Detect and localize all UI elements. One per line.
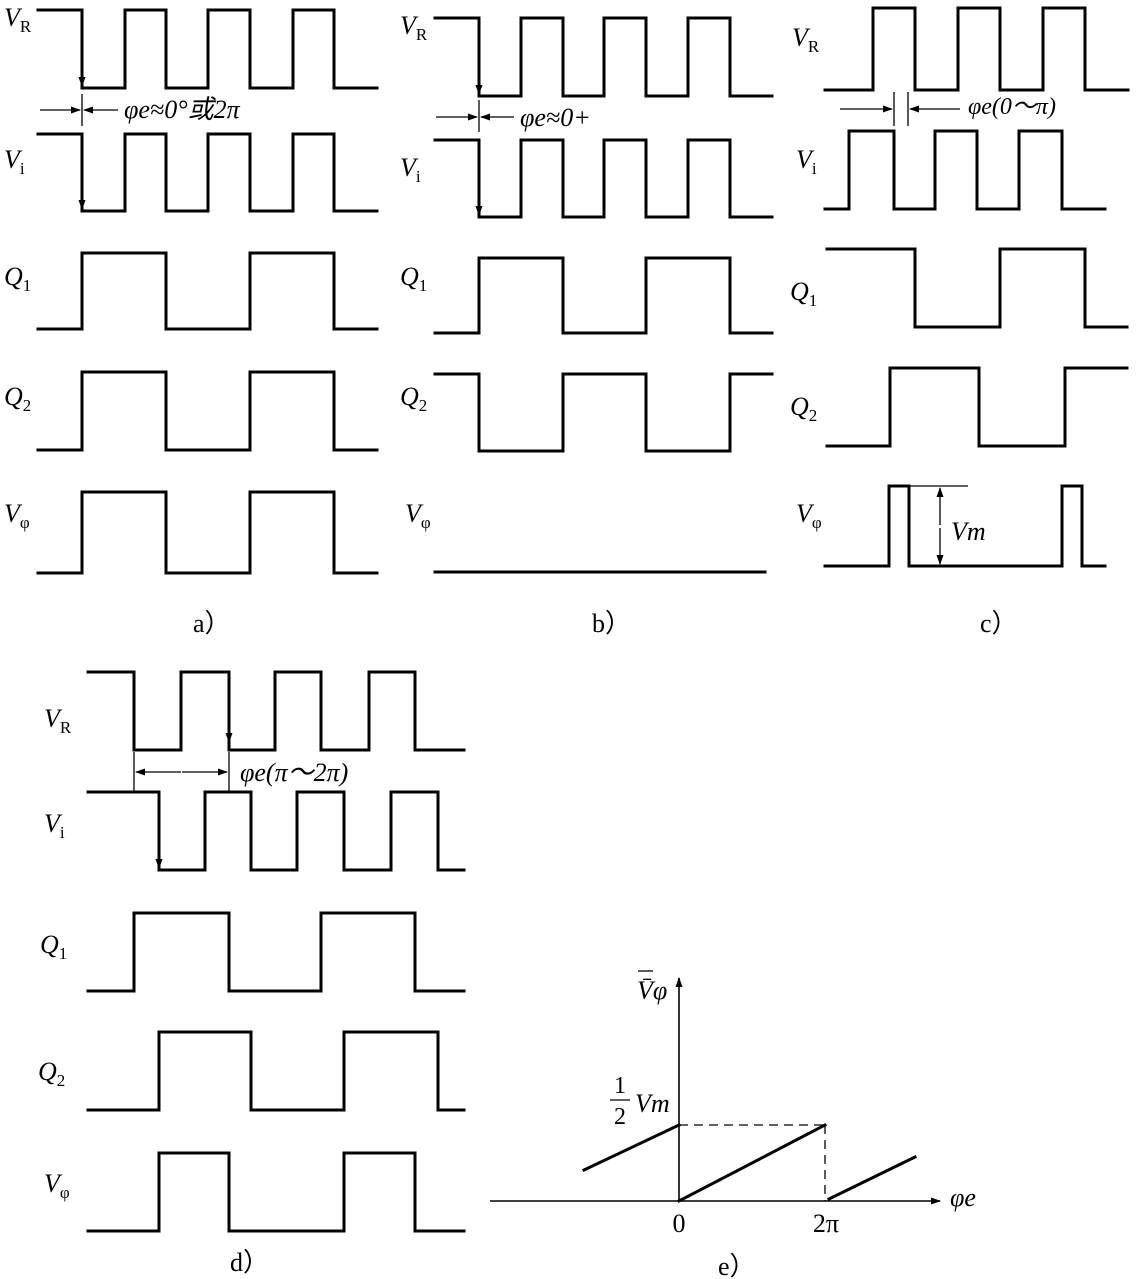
panel-e-half-den: 2 bbox=[614, 1104, 626, 1130]
panel-b-phase-note: φe≈0+ bbox=[520, 103, 591, 132]
panel-c-q2-wave bbox=[825, 366, 1129, 448]
panel-e-tick-zero: 0 bbox=[673, 1209, 686, 1238]
panel-b-vr-label: VR bbox=[400, 11, 428, 44]
panel-d-q1-label: Q1 bbox=[40, 930, 67, 963]
panel-b-vi-label: Vi bbox=[400, 153, 421, 186]
panel-a-q2-wave bbox=[36, 370, 379, 452]
panel-b-q2-wave bbox=[433, 372, 774, 453]
panel-c: VR φe(0～π) Vi Q1 Q2 Vφ Vm c） bbox=[790, 6, 1130, 638]
panel-d-caption: d） bbox=[230, 1248, 269, 1277]
panel-a-q1-label: Q1 bbox=[4, 262, 31, 295]
panel-b-vr-wave bbox=[433, 16, 774, 98]
panel-c-q2-label: Q2 bbox=[790, 392, 817, 425]
panel-a: VR φe≈0°或2π Vi Q1 Q2 Vφ a） bbox=[4, 3, 379, 638]
panel-a-phase-note: φe≈0°或2π bbox=[124, 95, 241, 124]
panel-d-vi-wave bbox=[86, 790, 466, 872]
panel-c-vi-wave bbox=[823, 129, 1107, 211]
panel-a-vr-label: VR bbox=[4, 3, 32, 36]
panel-b-q2-label: Q2 bbox=[400, 382, 427, 415]
panel-c-q1-label: Q1 bbox=[790, 277, 817, 310]
panel-c-q1-wave bbox=[825, 247, 1129, 329]
panel-a-vi-label: Vi bbox=[4, 145, 25, 178]
panel-b-q1-wave bbox=[433, 256, 774, 335]
panel-e-ramp-right bbox=[826, 1154, 918, 1202]
panel-a-vphi-label: Vφ bbox=[4, 499, 30, 532]
panel-a-vr-wave bbox=[36, 8, 379, 90]
panel-c-caption: c） bbox=[980, 609, 1018, 638]
panel-d-q2-wave bbox=[86, 1030, 466, 1112]
panel-c-phase-note: φe(0～π) bbox=[968, 94, 1056, 120]
panel-e-half-num: 1 bbox=[614, 1073, 626, 1099]
panel-e-tick-two-pi: 2π bbox=[813, 1209, 839, 1238]
panel-e-ramp-middle bbox=[676, 1122, 828, 1204]
panel-b-caption: b） bbox=[592, 609, 631, 638]
panel-b-q1-label: Q1 bbox=[400, 262, 427, 295]
panel-d-vi-label: Vi bbox=[44, 809, 65, 842]
panel-d-phase-note: φe(π～2π) bbox=[240, 758, 348, 787]
panel-a-vi-wave bbox=[36, 132, 379, 213]
panel-c-vphi-wave bbox=[823, 484, 1107, 568]
panel-e-ramp-left bbox=[582, 1123, 681, 1172]
panel-c-vr-wave bbox=[823, 6, 1130, 92]
panel-b-vphi-label: Vφ bbox=[405, 499, 431, 532]
panel-d-q2-label: Q2 bbox=[38, 1057, 65, 1090]
panel-c-vphi-label: Vφ bbox=[796, 499, 822, 532]
panel-d-vphi-label: Vφ bbox=[44, 1169, 70, 1202]
panel-d-vr-label: VR bbox=[44, 704, 72, 737]
panel-e-half-vm-symbol: Vm bbox=[635, 1089, 670, 1118]
panel-d-vphi-wave bbox=[86, 1151, 466, 1233]
panel-a-vphi-wave bbox=[36, 490, 379, 575]
panel-a-q1-wave bbox=[36, 251, 379, 331]
panel-c-vi-label: Vi bbox=[796, 145, 817, 178]
panel-c-vm-label: Vm bbox=[951, 517, 986, 546]
panel-e-x-axis-label: φe bbox=[950, 1183, 976, 1212]
panel-d-q1-wave bbox=[86, 911, 466, 993]
panel-a-q2-label: Q2 bbox=[4, 382, 31, 415]
panel-b: VR φe≈0+ Vi Q1 Q2 Vφ b） bbox=[400, 11, 774, 638]
panel-e-y-axis-label: V̄φ bbox=[637, 976, 667, 1005]
panel-e: V̄φ φe 1 2 Vm 0 2π e） bbox=[490, 970, 976, 1279]
panel-d-vr-wave bbox=[86, 670, 466, 752]
panel-b-vi-wave bbox=[433, 138, 774, 219]
panel-a-caption: a） bbox=[193, 609, 231, 638]
panel-c-vr-label: VR bbox=[792, 23, 820, 56]
panel-e-caption: e） bbox=[718, 1252, 756, 1279]
panel-d: VR φe(π～2π) Vi Q1 Q2 Vφ d） bbox=[38, 670, 466, 1277]
